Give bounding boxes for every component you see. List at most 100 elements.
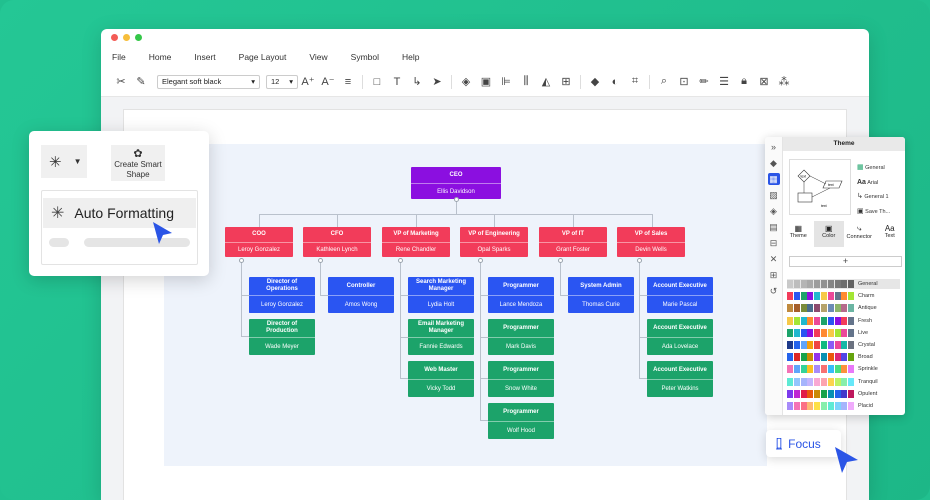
increase-font-icon[interactable]: A⁺ xyxy=(301,76,315,88)
focus-button[interactable]: ⦋⦌ Focus xyxy=(766,430,841,457)
minimize-dot[interactable] xyxy=(123,34,130,41)
add-theme-button[interactable]: + xyxy=(789,256,902,267)
layers-icon[interactable]: ◈ xyxy=(770,205,777,216)
org-node-report[interactable]: Search Marketing Manager Lydia Holt xyxy=(408,277,474,313)
menu-symbol[interactable]: Symbol xyxy=(350,51,380,62)
maximize-dot[interactable] xyxy=(135,34,142,41)
tab-color[interactable]: ▣Color xyxy=(813,221,844,247)
theme-icon[interactable]: ▦ xyxy=(767,173,780,185)
menu-help[interactable]: Help xyxy=(402,51,420,62)
menu-home[interactable]: Home xyxy=(148,51,172,62)
menu-insert[interactable]: Insert xyxy=(194,51,216,62)
size-icon[interactable]: ⊞ xyxy=(561,76,571,88)
palette-row[interactable]: Crystal xyxy=(787,340,875,350)
group-icon[interactable]: ▣ xyxy=(480,76,492,88)
org-node-vp[interactable]: VP of Engineering Opal Sparks xyxy=(460,227,528,257)
shape-style-icon[interactable]: ◐ xyxy=(611,75,619,88)
expand-handle[interactable] xyxy=(558,258,563,263)
line-style-icon[interactable]: ☰ xyxy=(719,76,729,88)
tab-connector[interactable]: ⤷Connector xyxy=(844,221,875,247)
org-node-report[interactable]: Programmer Snow White xyxy=(488,361,554,397)
expand-handle[interactable] xyxy=(478,258,483,263)
fill-color-icon[interactable]: ◆ xyxy=(590,76,600,88)
theme-preview[interactable]: text text text xyxy=(789,159,851,215)
org-node-vp[interactable]: COO Leroy Gonzalez xyxy=(225,227,293,257)
pointer-icon[interactable]: ➤ xyxy=(432,76,442,88)
palette-row[interactable]: Placid xyxy=(787,401,873,411)
menu-page-layout[interactable]: Page Layout xyxy=(238,51,287,62)
org-node-report[interactable]: Director of Operations Leroy Gonzalez xyxy=(249,277,315,313)
more-icon[interactable]: ⁂ xyxy=(778,76,790,88)
format-painter-icon[interactable]: ✎ xyxy=(136,76,146,88)
expand-handle[interactable] xyxy=(398,258,403,263)
org-node-report[interactable]: Controller Amos Wong xyxy=(328,277,394,313)
org-node-report[interactable]: Email Marketing Manager Fannie Edwards xyxy=(408,319,474,355)
org-node-report[interactable]: Account Executive Ada Lovelace xyxy=(647,319,713,355)
lock-icon[interactable]: 🔒︎ xyxy=(741,75,747,87)
org-node-report[interactable]: Programmer Lance Mendoza xyxy=(488,277,554,313)
align-icon[interactable]: ≡ xyxy=(344,75,352,88)
distribute-icon[interactable]: ⫼ xyxy=(523,75,529,87)
theme-option-general[interactable]: ▦ General xyxy=(857,161,890,176)
crop-icon[interactable]: ⌗ xyxy=(631,75,639,87)
align-left-icon[interactable]: ⊫ xyxy=(501,76,511,88)
expand-handle[interactable] xyxy=(637,258,642,263)
org-node-ceo[interactable]: CEO Ellis Davidson xyxy=(411,167,501,199)
org-node-report[interactable]: Account Executive Peter Watkins xyxy=(647,361,713,397)
presentation-icon[interactable]: ⊞ xyxy=(769,269,778,280)
org-node-report[interactable]: Account Executive Marie Pascal xyxy=(647,277,713,313)
palette-row[interactable]: Antique xyxy=(787,303,877,313)
org-node-report[interactable]: Programmer Mark Davis xyxy=(488,319,554,355)
connector-icon[interactable]: ↳ xyxy=(412,76,422,88)
find-replace-icon[interactable]: ⊡ xyxy=(679,76,689,88)
theme-option-arial[interactable]: Aa Arial xyxy=(857,176,890,191)
org-node-vp[interactable]: VP of Sales Devin Wells xyxy=(617,227,685,257)
font-select[interactable]: Elegant soft black▾ xyxy=(157,74,260,89)
palette-row[interactable]: Tranquil xyxy=(787,377,878,387)
expand-handle[interactable] xyxy=(239,258,244,263)
palette-row[interactable]: Charm xyxy=(787,291,874,301)
org-node-report[interactable]: System Admin Thomas Curie xyxy=(568,277,634,313)
menu-view[interactable]: View xyxy=(309,51,328,62)
history-icon[interactable]: ↺ xyxy=(769,285,778,296)
fill-icon[interactable]: ◆ xyxy=(770,157,777,168)
palette-row[interactable]: Live xyxy=(787,328,868,338)
auto-formatting-button[interactable]: ✳ Auto Formatting xyxy=(43,198,196,228)
spark-icon-button[interactable]: ✳▼ xyxy=(41,145,87,178)
org-node-vp[interactable]: VP of Marketing Rene Chandler xyxy=(382,227,450,257)
share-icon[interactable]: ✕ xyxy=(769,253,778,264)
org-node-report[interactable]: Web Master Vicky Todd xyxy=(408,361,474,397)
flip-icon[interactable]: ◭ xyxy=(541,76,551,88)
menu-file[interactable]: File xyxy=(112,51,126,62)
expand-handle[interactable] xyxy=(318,258,323,263)
line-color-icon[interactable]: ✏ xyxy=(699,76,709,88)
image-icon[interactable]: ▨ xyxy=(769,189,778,200)
org-node-vp[interactable]: VP of IT Grant Foster xyxy=(539,227,607,257)
attachment-icon[interactable]: ⊟ xyxy=(769,237,778,248)
close-dot[interactable] xyxy=(111,34,118,41)
palette-row[interactable]: Sprinkle xyxy=(787,364,878,374)
theme-option-save[interactable]: ▣ Save Th... xyxy=(857,205,890,220)
rectangle-icon[interactable]: □ xyxy=(373,75,381,88)
tab-theme[interactable]: ▦Theme xyxy=(783,221,814,247)
palette-row[interactable]: General xyxy=(787,279,900,289)
create-smart-shape-button[interactable]: ✿ Create Smart Shape xyxy=(111,145,165,181)
org-node-report[interactable]: Director of Production Wade Meyer xyxy=(249,319,315,355)
org-node-vp[interactable]: CFO Kathleen Lynch xyxy=(303,227,371,257)
theme-option-general1[interactable]: ↳ General 1 xyxy=(857,190,890,205)
close-box-icon[interactable]: ⊠ xyxy=(759,76,769,88)
page-icon[interactable]: ▤ xyxy=(769,221,778,232)
text-icon[interactable]: T xyxy=(393,75,401,88)
palette-row[interactable]: Broad xyxy=(787,352,873,362)
font-size-select[interactable]: 12▾ xyxy=(266,74,298,89)
palette-row[interactable]: Opulent xyxy=(787,389,877,399)
decrease-font-icon[interactable]: A⁻ xyxy=(321,76,335,88)
org-node-report[interactable]: Programmer Wolf Hood xyxy=(488,403,554,439)
palette-row[interactable]: Fresh xyxy=(787,316,872,326)
layers-icon[interactable]: ◈ xyxy=(461,76,471,88)
cut-icon[interactable]: ✂ xyxy=(116,76,126,88)
expand-handle[interactable] xyxy=(454,197,459,202)
collapse-icon[interactable]: » xyxy=(770,142,776,152)
search-icon[interactable]: ⌕ xyxy=(660,75,668,87)
